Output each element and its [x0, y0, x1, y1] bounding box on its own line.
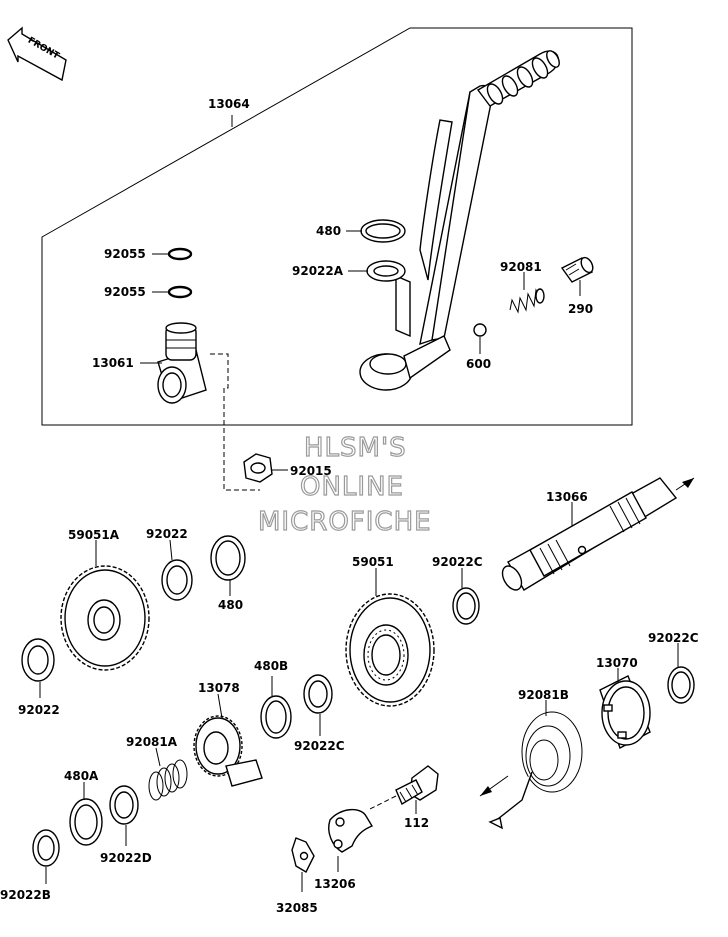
callout-92081: 92081 — [500, 260, 542, 274]
boss-to-nut-guide — [210, 353, 260, 491]
watermark-line-1: HLSM'S — [304, 433, 407, 463]
callout-13066: 13066 — [546, 490, 588, 504]
washer-92022C-right — [667, 643, 695, 704]
callout-480-top: 480 — [316, 224, 341, 238]
stopper-plate-13206 — [328, 809, 374, 872]
callout-92055-upper: 92055 — [104, 247, 146, 261]
ratchet-13078 — [193, 693, 263, 787]
circlip-480-middle — [210, 535, 246, 596]
callout-13061: 13061 — [92, 356, 134, 370]
kick-shaft-13066 — [501, 477, 695, 591]
callout-92081B: 92081B — [518, 688, 569, 702]
spring-92081 — [509, 272, 545, 314]
callout-13206: 13206 — [314, 877, 356, 891]
callout-92022C-right: 92022C — [648, 631, 699, 645]
kick-spring-92081B — [479, 700, 583, 830]
washer-92022B — [32, 829, 60, 884]
callout-92022A: 92022A — [292, 264, 344, 278]
pedal-grip — [476, 50, 560, 107]
callout-600: 600 — [466, 357, 491, 371]
callout-59051A: 59051A — [68, 528, 120, 542]
washer-92022-upper — [161, 539, 193, 601]
pedal-boss-13061 — [140, 322, 207, 404]
callout-480A: 480A — [64, 769, 99, 783]
bracket-32085 — [291, 837, 315, 892]
bolt-112 — [367, 765, 439, 814]
callout-480B: 480B — [254, 659, 288, 673]
o-ring-92055-upper — [152, 247, 193, 261]
washer-92022C-low — [303, 674, 333, 736]
washer-92022A — [348, 260, 406, 282]
callout-92081A: 92081A — [126, 735, 178, 749]
circlip-480A — [69, 782, 103, 846]
callout-13078: 13078 — [198, 681, 240, 695]
watermark-line-3: MICROFICHE — [258, 507, 432, 537]
nut-92015 — [243, 453, 288, 483]
gear-59051 — [345, 568, 435, 707]
callout-480-middle: 480 — [218, 598, 243, 612]
kick-pedal-assembly-outline — [41, 27, 633, 426]
callout-92022-left: 92022 — [18, 703, 60, 717]
callout-112: 112 — [404, 816, 429, 830]
callout-290: 290 — [568, 302, 593, 316]
guide-13070 — [599, 668, 651, 750]
steel-ball-600 — [473, 323, 487, 354]
o-ring-92055-lower — [152, 285, 193, 299]
callout-92022C-middle: 92022C — [432, 555, 483, 569]
callout-92055-lower: 92055 — [104, 285, 146, 299]
callout-92022D: 92022D — [100, 851, 152, 865]
gear-59051A — [60, 540, 150, 671]
detent-pin-290 — [560, 256, 594, 296]
callout-13070: 13070 — [596, 656, 638, 670]
washer-92022C-middle — [452, 568, 480, 625]
kick-pedal-lever — [359, 84, 494, 391]
callout-92015: 92015 — [290, 464, 332, 478]
callout-32085: 32085 — [276, 901, 318, 915]
callout-92022C-low: 92022C — [294, 739, 345, 753]
spring-92081A — [148, 747, 188, 801]
washer-92022D — [109, 785, 139, 846]
callout-59051: 59051 — [352, 555, 394, 569]
callout-13064: 13064 — [208, 97, 250, 111]
front-arrow-icon: FRONT — [7, 26, 67, 82]
watermark-line-2: ONLINE — [300, 472, 404, 502]
callout-92022-upper: 92022 — [146, 527, 188, 541]
circlip-480B — [260, 676, 292, 739]
circlip-480-top — [346, 219, 406, 243]
callout-92022B: 92022B — [0, 888, 51, 902]
washer-92022-left — [21, 638, 55, 698]
